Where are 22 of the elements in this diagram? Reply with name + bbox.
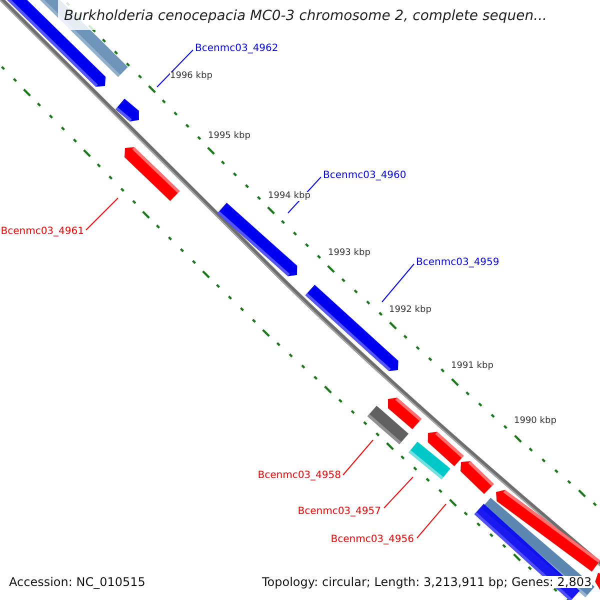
gene-label: Bcenmc03_4957 (298, 507, 381, 517)
scale-label: 1990 kbp (514, 417, 556, 426)
leader-line (342, 440, 374, 476)
gene-label: Bcenmc03_4961 (0, 227, 84, 237)
leader-line (156, 50, 194, 88)
leader-line (382, 264, 414, 302)
scale-label: 1995 kbp (208, 132, 250, 141)
info-text: Accession: NC_010515 (9, 576, 146, 588)
scale-label: 1996 kbp (170, 72, 212, 81)
info-text: Topology: circular; Length: 3,213,911 bp; Genes: 2,803 (262, 576, 592, 588)
scale-label: 1994 kbp (268, 192, 310, 201)
leader-line (86, 198, 118, 230)
gene-label: Bcenmc03_4959 (416, 258, 500, 268)
scale-label: 1993 kbp (328, 249, 370, 258)
scale-label: 1991 kbp (451, 362, 494, 371)
gene-label: Bcenmc03_4956 (330, 535, 414, 545)
leader-line (384, 476, 414, 508)
gene-label: Bcenmc03_4962 (195, 44, 278, 54)
gene-label: Bcenmc03_4960 (323, 171, 406, 181)
scale-label: 1992 kbp (389, 306, 432, 315)
leader-line (416, 504, 446, 538)
gene-label: Bcenmc03_4958 (258, 471, 341, 481)
